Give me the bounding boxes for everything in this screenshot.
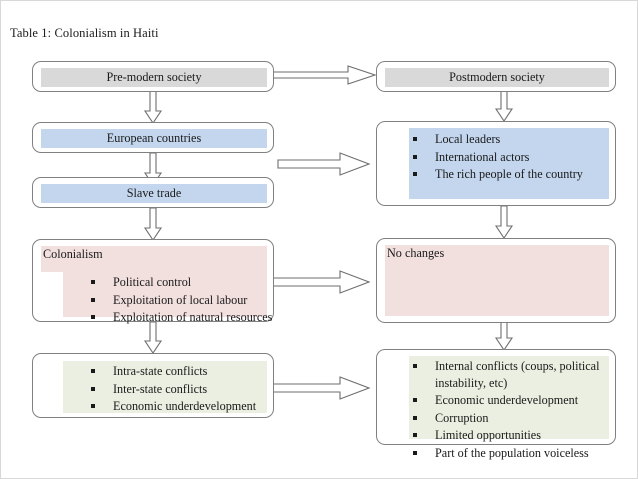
node-slave-trade-label: Slave trade — [41, 184, 267, 203]
node-postmodern-society-label: Postmodern society — [385, 68, 609, 87]
page-title: Table 1: Colonialism in Haiti — [10, 26, 159, 40]
arrow-actors-to-nochanges — [494, 205, 514, 239]
arrow-slavetrade-to-colonialism — [143, 207, 163, 241]
conflicts-band — [63, 361, 267, 413]
outcomes-band — [409, 356, 609, 439]
list-item: Economic underdevelopment — [409, 392, 611, 409]
node-pre-modern-society-label: Pre-modern society — [41, 68, 267, 87]
colonialism-list: Political control Exploitation of local … — [87, 274, 277, 327]
list-item: Local leaders — [409, 131, 609, 148]
colonialism-title-band — [41, 246, 267, 272]
arrow-premodern-to-european — [143, 90, 163, 124]
list-item: Corruption — [409, 410, 611, 427]
actors-band — [409, 128, 609, 199]
colonialism-list-band — [63, 272, 267, 317]
list-item: Inter-state conflicts — [87, 381, 277, 398]
arrow-slavetrade-to-actors — [277, 152, 371, 176]
node-postmodern-society[interactable]: Postmodern society — [376, 61, 616, 92]
node-european-countries[interactable]: European countries — [32, 122, 274, 153]
list-item: Internal conflicts (coups, political ins… — [409, 358, 611, 391]
list-item: Limited opportunities — [409, 427, 611, 444]
no-changes-band — [385, 245, 609, 316]
node-conflicts[interactable]: Intra-state conflicts Inter-state confli… — [32, 353, 274, 418]
arrow-conflicts-to-outcomes — [272, 376, 371, 400]
conflicts-list: Intra-state conflicts Inter-state confli… — [87, 363, 277, 416]
arrow-nochanges-to-outcomes — [494, 321, 514, 351]
node-pre-modern-society[interactable]: Pre-modern society — [32, 61, 274, 92]
node-actors[interactable]: Local leaders International actors The r… — [376, 121, 616, 206]
arrow-premodern-to-postmodern-shape — [272, 65, 377, 85]
actors-list: Local leaders International actors The r… — [409, 131, 609, 184]
arrow-colonialism-to-nochanges — [269, 270, 371, 294]
node-no-changes-label: No changes — [387, 246, 445, 260]
outcomes-list: Internal conflicts (coups, political ins… — [409, 358, 611, 462]
list-item: The rich people of the country — [409, 166, 609, 183]
node-no-changes[interactable]: No changes — [376, 238, 616, 323]
node-slave-trade[interactable]: Slave trade — [32, 177, 274, 208]
list-item: Part of the population voiceless — [409, 445, 611, 462]
list-item: Political control — [87, 274, 277, 291]
list-item: Intra-state conflicts — [87, 363, 277, 380]
list-item: Economic underdevelopment — [87, 398, 277, 415]
list-item: International actors — [409, 149, 609, 166]
list-item: Exploitation of natural resources — [87, 309, 277, 326]
list-item: Exploitation of local labour — [87, 292, 277, 309]
node-colonialism-label: Colonialism — [43, 247, 103, 261]
node-european-countries-label: European countries — [41, 129, 267, 148]
node-colonialism[interactable]: Colonialism Political control Exploitati… — [32, 239, 274, 324]
arrow-colonialism-to-conflicts — [143, 321, 163, 354]
arrow-postmodern-to-actors — [494, 90, 514, 122]
node-outcomes[interactable]: Internal conflicts (coups, political ins… — [376, 349, 616, 460]
